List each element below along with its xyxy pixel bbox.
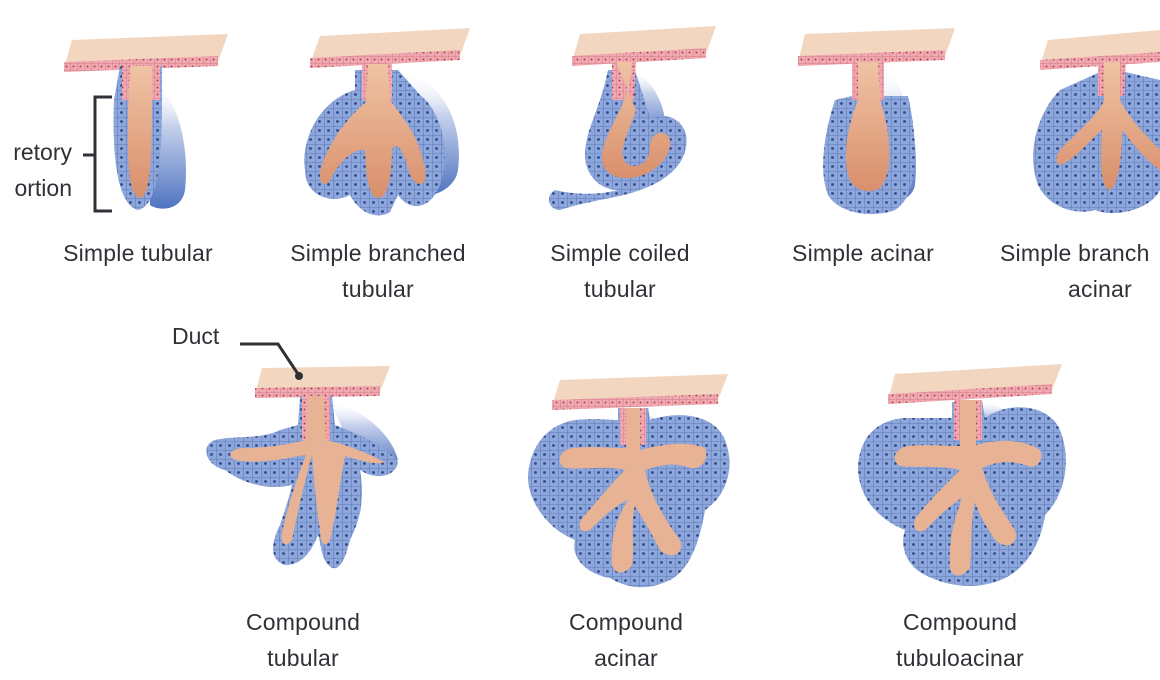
gland-simple-acinar [798,28,955,215]
caption-line: Simple tubular [63,240,213,266]
caption-simple-branched-acinar: Simple branch acinar [1000,235,1160,307]
caption-simple-tubular: Simple tubular [38,235,238,271]
caption-line: Simple branched [290,240,466,266]
caption-simple-coiled-tubular: Simple coiled tubular [520,235,720,307]
gland-simple-branched-tubular [304,28,470,216]
caption-compound-tubuloacinar: Compound tubuloacinar [860,604,1060,676]
caption-line: tubuloacinar [896,645,1024,671]
caption-line: Compound [902,609,1018,635]
gland-compound-tubuloacinar [858,364,1066,586]
caption-line: Simple acinar [792,240,934,266]
caption-line: tubular [584,276,656,302]
duct-pointer [240,342,303,380]
secretory-portion-label: retory ortion [0,134,72,206]
caption-compound-acinar: Compound acinar [536,604,716,676]
gland-simple-branched-acinar [1033,30,1160,214]
secretory-label-line2: ortion [14,175,72,201]
caption-simple-branched-tubular: Simple branched tubular [268,235,488,307]
caption-line: Simple branch [1000,240,1150,266]
caption-compound-tubular: Compound tubular [213,604,393,676]
caption-line: tubular [342,276,414,302]
caption-line: acinar [594,645,658,671]
caption-line: Simple coiled [550,240,690,266]
caption-line: Compound [568,609,684,635]
gland-simple-coiled-tubular [548,26,716,210]
gland-compound-acinar [528,374,730,588]
gland-compound-tubular [206,366,398,569]
caption-line: acinar [1068,276,1132,302]
secretory-label-line1: retory [13,139,72,165]
gland-simple-tubular [64,34,228,210]
caption-line: tubular [267,645,339,671]
caption-simple-acinar: Simple acinar [768,235,958,271]
duct-label: Duct [172,323,220,349]
secretory-bracket [83,95,112,213]
caption-line: Compound [245,609,361,635]
